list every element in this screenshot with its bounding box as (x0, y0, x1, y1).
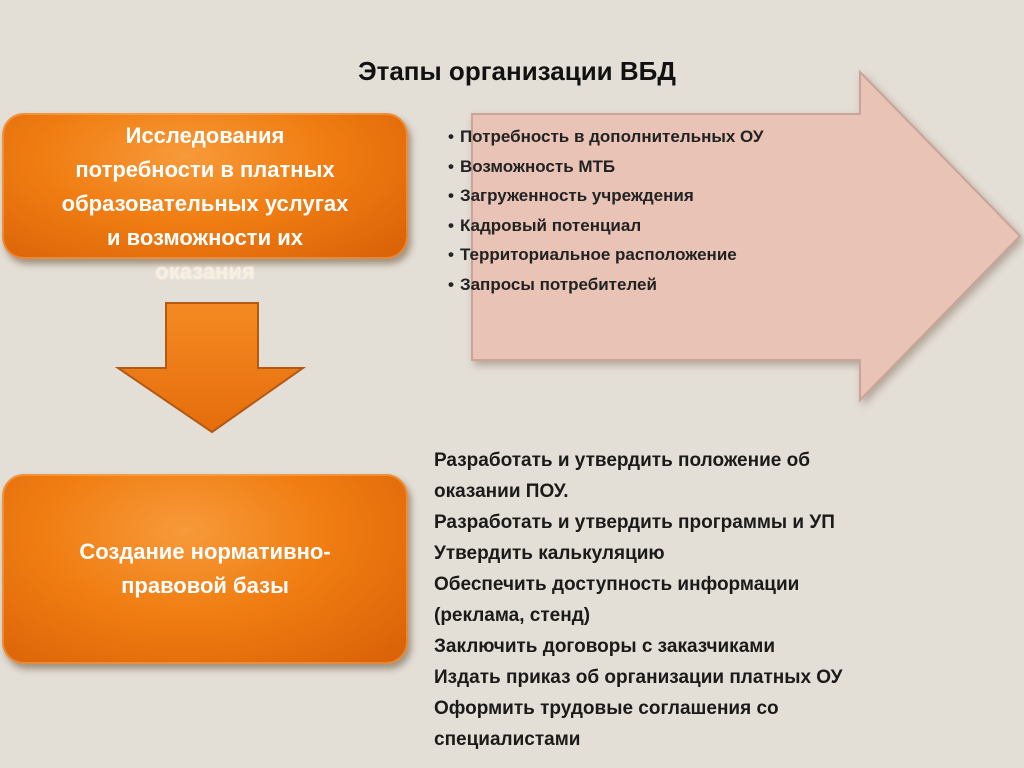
stage-research-line: потребности в платных (75, 157, 335, 182)
ghost-text-1 (816, 226, 822, 249)
action-line: (реклама, стенд) (434, 605, 591, 626)
action-line: Оформить трудовые соглашения со (434, 698, 779, 719)
stage-research-box: Исследования потребности в платных образ… (2, 113, 408, 284)
factor-item: Запросы потребителей (448, 270, 763, 300)
actions-list: Разработать и утвердить положение об ока… (434, 445, 974, 755)
stage-research-overflow-line: оказания (155, 259, 255, 284)
factor-item: Возможность МТБ (448, 152, 763, 182)
stage-research-line: образовательных услугах (61, 191, 349, 216)
down-arrow-shape (114, 302, 307, 434)
action-line: специалистами (434, 729, 581, 750)
action-line: Утвердить калькуляцию (434, 543, 665, 564)
action-line: Разработать и утвердить программы и УП (434, 512, 835, 533)
stage-legal-box: Создание нормативно-правовой базы (2, 474, 408, 664)
action-line: Обеспечить доступность информации (434, 574, 800, 595)
factor-item: Потребность в дополнительных ОУ (448, 122, 763, 152)
stage-legal-text: Создание нормативно-правовой базы (79, 539, 331, 598)
action-line: оказании ПОУ. (434, 481, 569, 502)
action-line: Разработать и утвердить положение об (434, 450, 810, 471)
factor-item: Загруженность учреждения (448, 181, 763, 211)
factor-item: Кадровый потенциал (448, 211, 763, 241)
slide-title: Этапы организации ВБД (358, 56, 676, 86)
stage-research-line: и возможности их (107, 225, 303, 250)
stage-research-line: Исследования (125, 123, 285, 148)
factor-item: Территориальное расположение (448, 240, 763, 270)
action-line: Заключить договоры с заказчиками (434, 636, 775, 657)
action-line: Издать приказ об организации платных ОУ (434, 667, 843, 688)
factors-list: Потребность в дополнительных ОУ Возможно… (448, 122, 763, 299)
